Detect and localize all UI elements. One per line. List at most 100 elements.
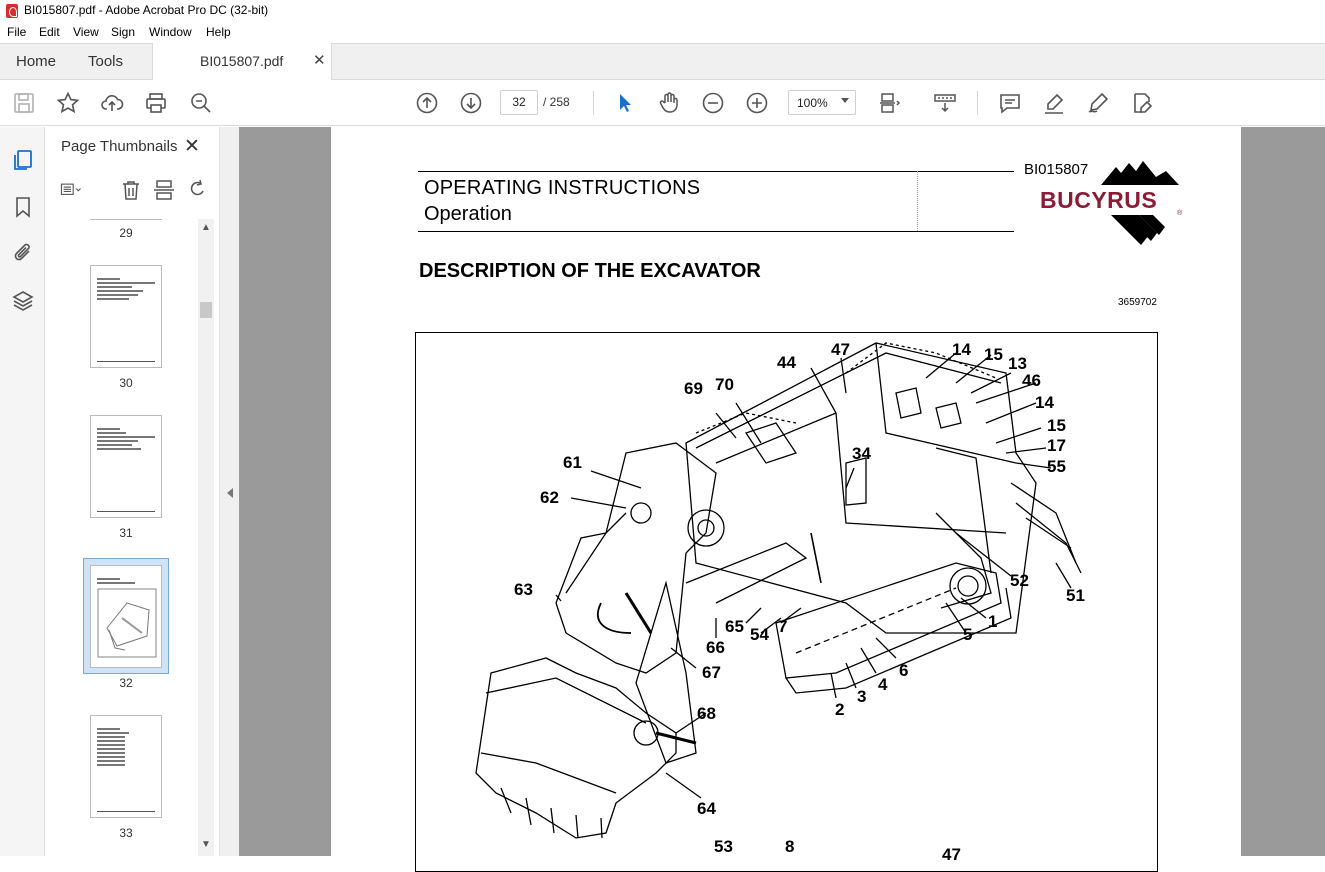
figure-callout: 54: [750, 625, 769, 644]
highlight-pen-icon[interactable]: [1042, 91, 1066, 115]
toolbar: 32 / 258 100%: [0, 80, 1325, 126]
layers-icon[interactable]: [11, 289, 35, 313]
collapse-panel-icon[interactable]: [227, 488, 233, 498]
thumbnail-scrollbar[interactable]: ▲ ▼: [198, 219, 214, 856]
figure-callout: 52: [1010, 571, 1029, 590]
figure-number: 3659702: [1118, 297, 1157, 308]
figure-callout: 8: [785, 837, 795, 856]
edit-pdf-icon[interactable]: [1130, 91, 1154, 115]
header-title: OPERATING INSTRUCTIONS: [424, 177, 701, 199]
figure-callout: 15: [984, 345, 1003, 364]
figure-callout: 68: [697, 704, 716, 723]
excavator-figure-thumbnail: [97, 588, 157, 658]
figure-callout: 44: [777, 353, 796, 372]
acrobat-icon: [6, 4, 18, 18]
figure-callout: 63: [514, 580, 533, 599]
next-page-icon[interactable]: [459, 91, 483, 115]
scroll-up-icon[interactable]: ▲: [201, 222, 211, 233]
zoom-in-icon[interactable]: [745, 91, 769, 115]
figure-callout: 5: [963, 625, 973, 644]
registered-mark: ®: [1177, 210, 1183, 217]
page-thumbnail[interactable]: [90, 715, 162, 818]
close-panel-icon[interactable]: ✕: [184, 136, 200, 157]
menu-sign[interactable]: Sign: [111, 25, 136, 39]
page-thumbnail-selected[interactable]: [90, 565, 162, 668]
select-pointer-icon[interactable]: [613, 91, 637, 115]
toolbar-divider: [593, 91, 594, 115]
bucyrus-logo-mark: [1101, 161, 1179, 245]
figure-callout: 65: [725, 617, 744, 636]
sign-pen-icon[interactable]: [1086, 91, 1110, 115]
menu-view[interactable]: View: [73, 25, 99, 39]
zoom-out-icon[interactable]: [701, 91, 725, 115]
chevron-down-icon: [841, 98, 849, 103]
page-thumbnail[interactable]: [90, 265, 162, 368]
figure-callout: 46: [1022, 371, 1041, 390]
tab-tools[interactable]: Tools: [88, 53, 124, 70]
menu-help[interactable]: Help: [206, 25, 231, 39]
document-tab-label: BI015807.pdf: [200, 53, 284, 69]
bookmark-icon[interactable]: [11, 195, 35, 219]
tab-document[interactable]: BI015807.pdf ✕: [152, 43, 332, 80]
figure-callout: 1: [988, 612, 998, 631]
toolbar-divider: [977, 91, 978, 115]
figure-callout: 14: [952, 340, 971, 359]
figure-callout: 2: [835, 700, 845, 719]
page-thumbnails-icon[interactable]: [11, 148, 35, 172]
figure-callout: 14: [1035, 393, 1054, 412]
rotate-page-icon[interactable]: [186, 179, 208, 201]
thumbnail-page-label: 33: [119, 826, 133, 840]
scroll-down-icon[interactable]: ▼: [201, 839, 211, 850]
save-icon[interactable]: [12, 91, 36, 115]
window-title: BI015807.pdf - Adobe Acrobat Pro DC (32-…: [24, 3, 269, 17]
figure-callout: 66: [706, 638, 725, 657]
attachment-icon[interactable]: [11, 241, 35, 265]
pdf-page: OPERATING INSTRUCTIONS Operation BI01580…: [331, 127, 1241, 872]
header-subtitle: Operation: [424, 203, 512, 225]
upload-cloud-icon[interactable]: [100, 91, 124, 115]
tab-home[interactable]: Home: [16, 53, 57, 70]
zoom-search-icon[interactable]: [189, 91, 213, 115]
bucyrus-logo: BUCYRUS: [1040, 187, 1158, 213]
figure-callout: 70: [715, 375, 734, 394]
document-id: BI015807: [1024, 161, 1089, 178]
page-thumbnail[interactable]: [90, 415, 162, 518]
header-rule-bottom: [418, 231, 1014, 232]
scroll-mode-icon[interactable]: [933, 91, 957, 115]
menu-file[interactable]: File: [7, 25, 27, 39]
menu-bar: File Edit View Sign Window Help: [0, 22, 1325, 43]
document-view[interactable]: OPERATING INSTRUCTIONS Operation BI01580…: [239, 127, 1325, 872]
figure-callout: 69: [684, 379, 703, 398]
zoom-level-select[interactable]: 100%: [788, 90, 856, 115]
hand-tool-icon[interactable]: [657, 91, 681, 115]
print-icon[interactable]: [144, 91, 168, 115]
figure-callout: 47: [831, 340, 850, 359]
figure-callout: 51: [1066, 586, 1085, 605]
close-tab-icon[interactable]: ✕: [313, 52, 326, 69]
figure-callout: 61: [563, 453, 582, 472]
figure-callout: 34: [852, 444, 871, 463]
page-number-input[interactable]: 32: [500, 90, 538, 115]
thumbnail-edge: [90, 219, 162, 220]
comment-icon[interactable]: [998, 91, 1022, 115]
page-fit-icon[interactable]: [877, 91, 901, 115]
menu-window[interactable]: Window: [149, 25, 192, 39]
thumbnails-panel: Page Thumbnails ✕ 29 30 31: [46, 127, 219, 856]
delete-page-icon[interactable]: [120, 179, 142, 201]
title-bar: BI015807.pdf - Adobe Acrobat Pro DC (32-…: [0, 0, 1325, 22]
excavator-drawing: [475, 342, 1082, 839]
thumbnail-page-label: 30: [119, 376, 133, 390]
left-navigation-rail: [0, 127, 45, 856]
extract-page-icon[interactable]: [153, 179, 175, 201]
figure-callout: 67: [702, 663, 721, 682]
figure-callout: 6: [899, 661, 909, 680]
thumbnail-page-label: 29: [119, 226, 133, 240]
star-icon[interactable]: [56, 91, 80, 115]
previous-page-icon[interactable]: [415, 91, 439, 115]
scrollbar-thumb[interactable]: [200, 302, 212, 318]
header-divider: [917, 171, 918, 231]
panel-splitter[interactable]: [219, 127, 239, 856]
menu-edit[interactable]: Edit: [39, 25, 60, 39]
figure-callout: 17: [1047, 436, 1066, 455]
thumbnail-options-icon[interactable]: [60, 179, 82, 201]
